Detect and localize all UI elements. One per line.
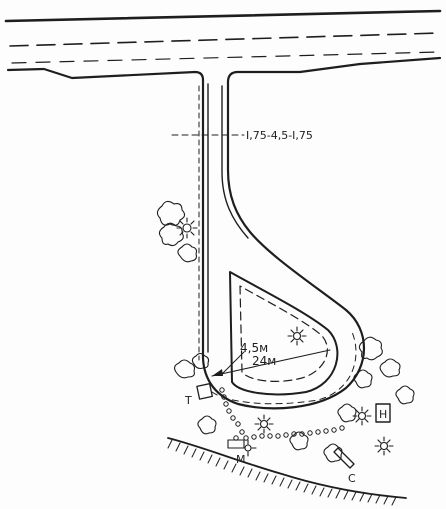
building-icon: [196, 383, 213, 400]
road-stem-right-line: [221, 85, 249, 239]
highway-bottom-edge-left: [6, 67, 205, 82]
highway: [4, 9, 442, 84]
shrub-icon: [323, 443, 343, 463]
tree-icon: [352, 406, 372, 426]
symbol-h-label: H: [379, 408, 387, 421]
radius-dimension-line: [211, 349, 331, 377]
tree-icon: [287, 326, 307, 346]
shrub-icon: [358, 336, 383, 361]
loop-dimensions: 4,5м 24м: [211, 341, 331, 377]
symbol-m-label: M: [236, 453, 246, 466]
loop-island-dashed-line: [239, 285, 328, 382]
tree-icon: [239, 439, 257, 457]
section-marker: I,75-4,5-I,75: [171, 129, 313, 142]
shrub-icon: [289, 431, 309, 451]
embankment-top-edge: [167, 437, 407, 499]
highway-top-edge: [4, 9, 442, 23]
embankment: [167, 437, 407, 506]
building-icon: [375, 403, 391, 423]
lane-dimension-line: [221, 351, 245, 375]
road-outer-edge: [201, 78, 366, 410]
symbol-t-label: T: [184, 394, 192, 407]
highway-bottom-edge-right: [226, 56, 442, 84]
embankment-hatching: [167, 439, 397, 506]
shrub-icon: [158, 222, 184, 247]
shrub-icon: [395, 385, 415, 405]
loop-outer-dashed-line: [211, 331, 357, 405]
loop-inner-island: [229, 271, 339, 396]
structures: T M C H: [184, 383, 391, 485]
tree-icon: [374, 436, 394, 456]
loop-diameter-label: 24м: [252, 354, 276, 368]
hedge-row: [219, 387, 345, 441]
shrub-icon: [191, 352, 210, 370]
symbol-c-label: C: [348, 472, 356, 485]
highway-lower-dash: [11, 51, 441, 64]
tree-icon: [176, 217, 198, 239]
shrub-icon: [174, 359, 196, 379]
vegetation: [156, 200, 415, 463]
access-road: [198, 78, 366, 410]
shrub-icon: [177, 243, 198, 263]
shrub-icon: [337, 403, 357, 423]
tree-icon: [254, 414, 274, 434]
shrub-icon: [156, 200, 186, 226]
radius-arrowhead: [212, 369, 223, 376]
road-width-label: I,75-4,5-I,75: [246, 129, 313, 142]
shrub-icon: [379, 358, 401, 378]
lane-width-label: 4,5м: [240, 341, 268, 355]
shrub-icon: [353, 369, 373, 389]
shrub-icon: [197, 415, 217, 435]
bench-icon: [227, 439, 245, 449]
highway-centerline: [9, 32, 441, 47]
bench-icon: [333, 447, 355, 469]
